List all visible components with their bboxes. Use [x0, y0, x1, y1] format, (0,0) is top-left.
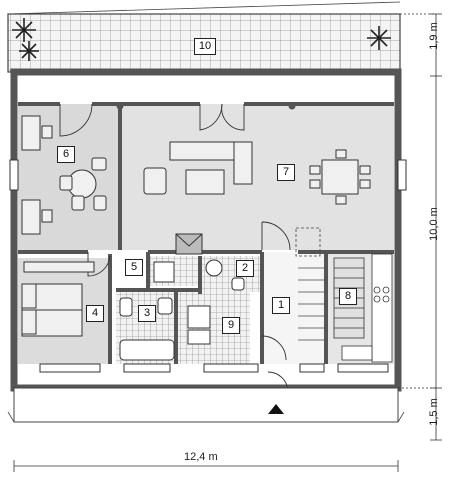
pillar	[288, 102, 296, 110]
pillar	[116, 102, 124, 110]
room-label-4: 4	[86, 305, 104, 322]
terrace-dimension: 1,9 m	[428, 22, 440, 50]
depth-dimension: 10,0 m	[428, 207, 440, 241]
kitchen-fixtures	[333, 253, 393, 363]
room-label-8: 8	[339, 288, 357, 305]
terrace	[7, 1, 401, 73]
plant-icon	[12, 18, 391, 61]
entrance-arrow-icon	[268, 404, 284, 414]
porch	[7, 387, 405, 423]
room-label-6: 6	[57, 146, 75, 163]
bathroom-fixtures	[119, 259, 245, 361]
door-swings	[59, 103, 291, 393]
office-furniture	[21, 115, 107, 235]
interior-walls	[18, 102, 394, 364]
room-label-5: 5	[125, 259, 143, 276]
room-label-9: 9	[222, 317, 240, 334]
chimney	[175, 233, 203, 255]
bedroom-furniture	[21, 261, 95, 337]
room-label-10: 10	[194, 38, 216, 55]
room-label-7: 7	[277, 164, 295, 181]
stairs	[295, 227, 324, 341]
room-label-2: 2	[236, 260, 254, 277]
width-dimension: 12,4 m	[184, 451, 218, 463]
room-label-3: 3	[138, 305, 156, 322]
room-label-1: 1	[272, 297, 290, 314]
dimension-lines	[13, 13, 442, 472]
living-furniture	[143, 141, 371, 205]
windows	[9, 159, 407, 373]
porch-dimension: 1,5 m	[428, 398, 440, 426]
